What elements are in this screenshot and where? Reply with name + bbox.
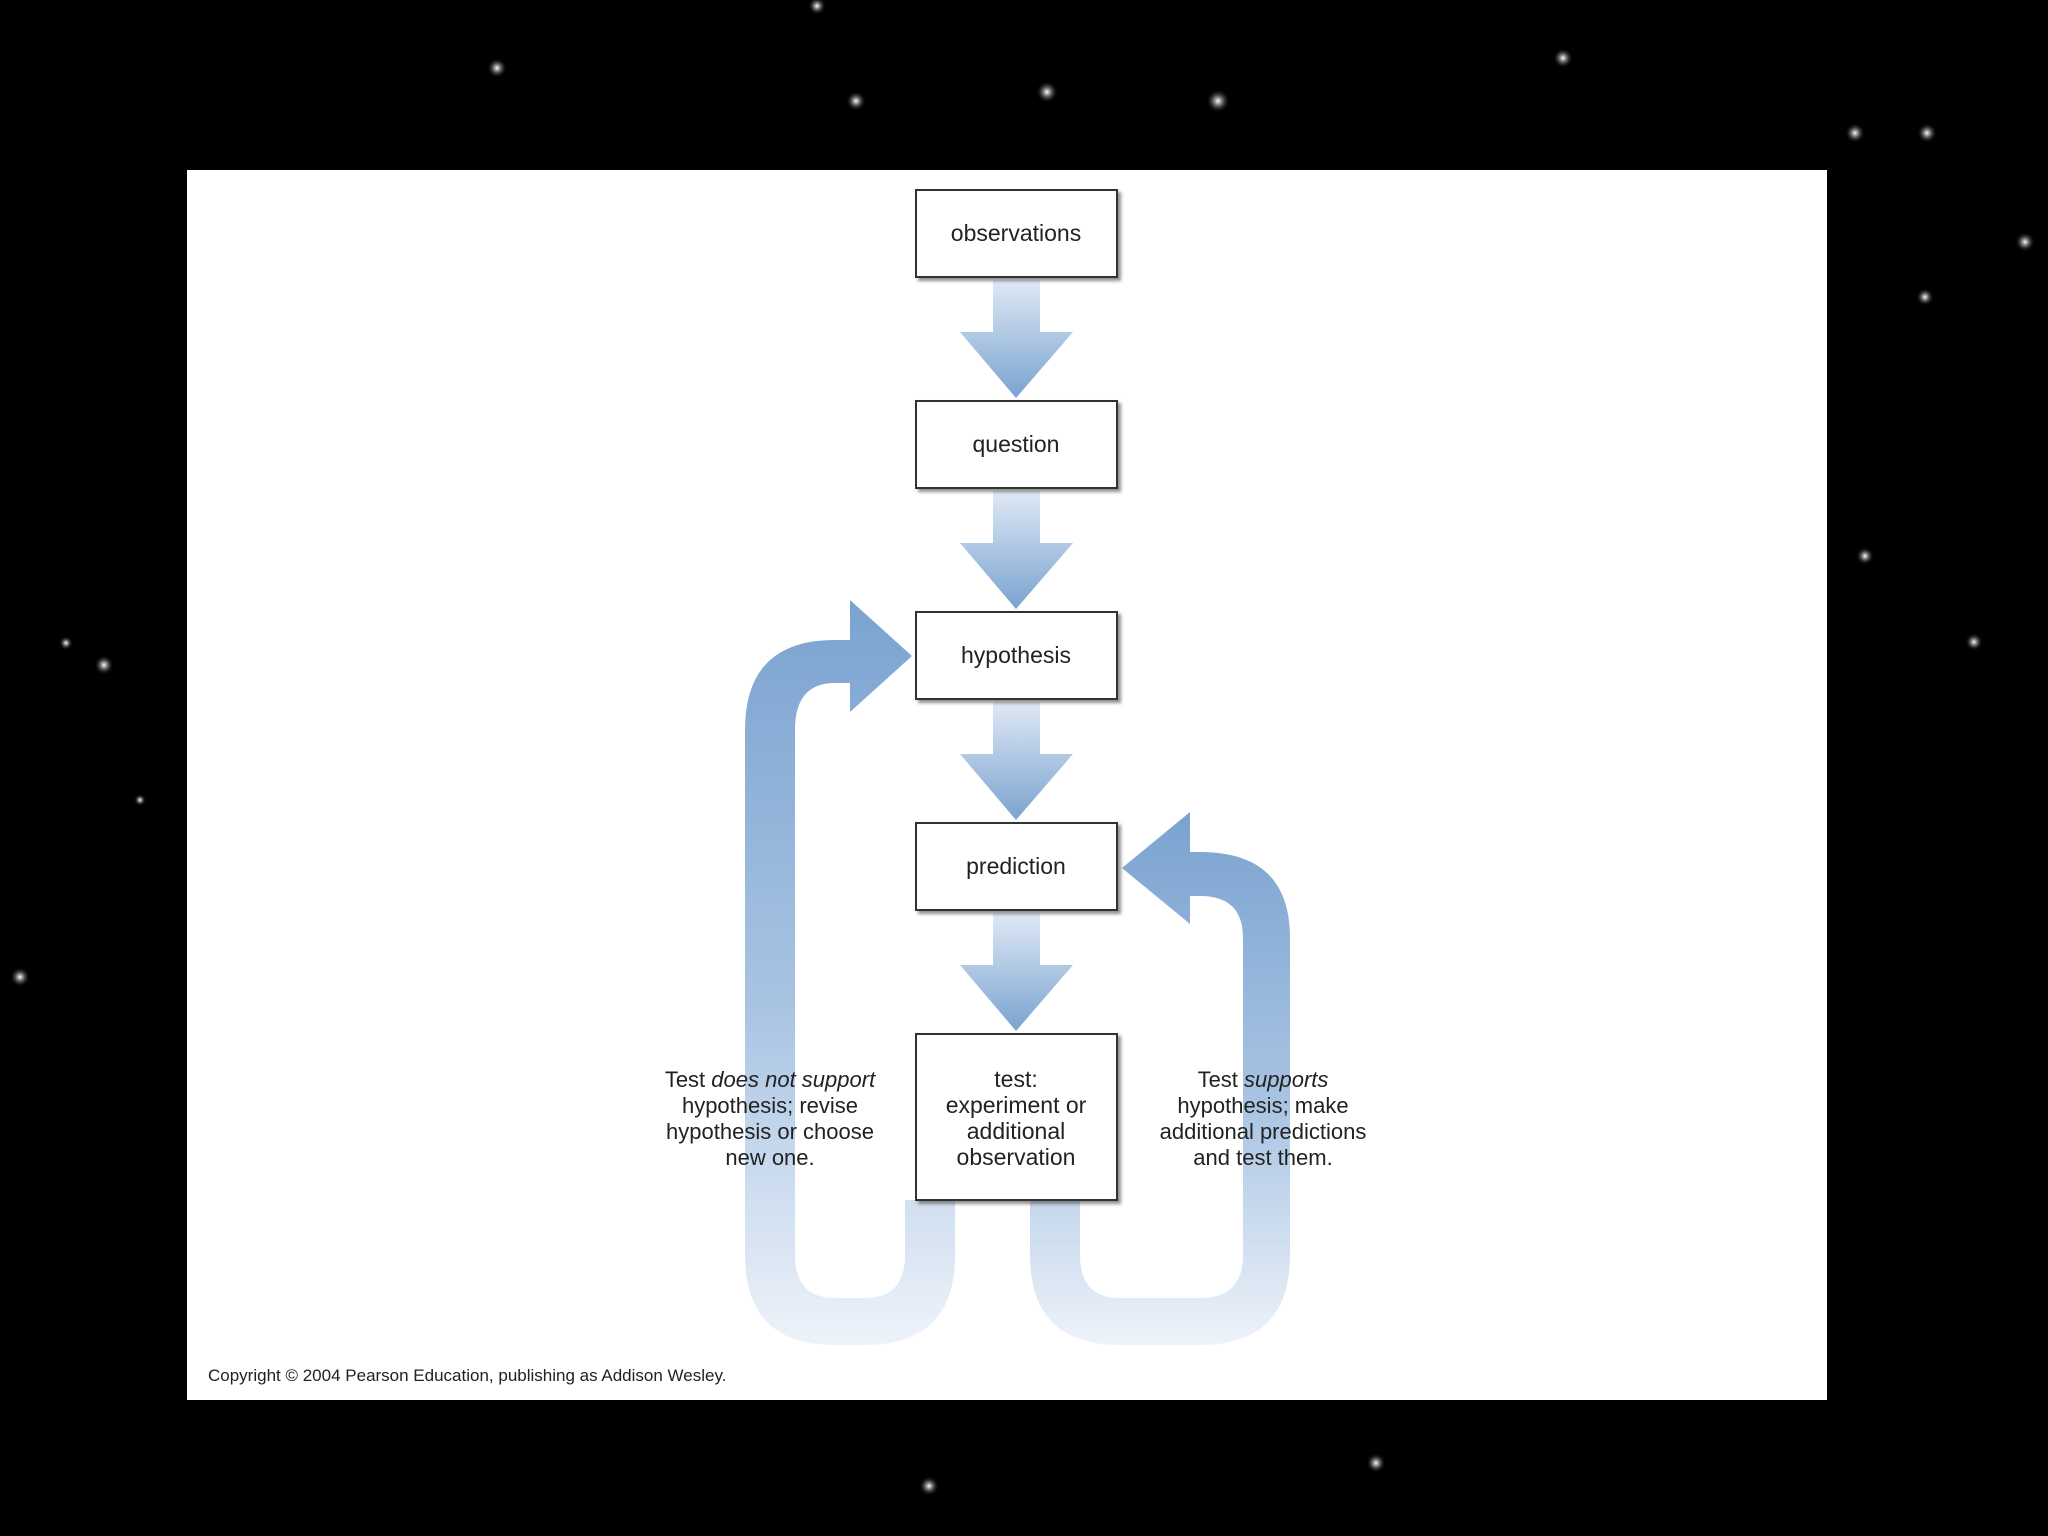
not-supported-line4: new one. — [725, 1145, 814, 1170]
down-arrow-2 — [960, 491, 1073, 609]
not-supported-italic: does not support — [711, 1067, 876, 1092]
down-arrow-3 — [960, 702, 1073, 820]
copyright-notice: Copyright © 2004 Pearson Education, publ… — [208, 1366, 726, 1385]
test-box: test: experiment or additional observati… — [915, 1033, 1118, 1201]
supported-line2: hypothesis; make — [1177, 1093, 1348, 1118]
test-label-line1: test: — [994, 1066, 1037, 1092]
hypothesis-label: hypothesis — [961, 642, 1071, 668]
test-label-line2: experiment or — [946, 1092, 1087, 1118]
star-field — [10, 0, 2035, 1496]
hypothesis-box: hypothesis — [915, 611, 1118, 700]
svg-text:Test supports: Test supports — [1198, 1067, 1329, 1092]
observations-box: observations — [915, 189, 1118, 278]
prediction-box: prediction — [915, 822, 1118, 911]
test-label-line3: additional — [967, 1118, 1065, 1144]
supported-prefix: Test — [1198, 1067, 1244, 1092]
support-loop-arrow — [1030, 812, 1290, 1345]
down-arrow-4 — [960, 913, 1073, 1031]
not-supported-note: Test does not support hypothesis; revise… — [665, 1067, 876, 1170]
down-arrow-1 — [960, 280, 1073, 398]
not-supported-prefix: Test — [665, 1067, 711, 1092]
prediction-label: prediction — [966, 853, 1066, 879]
test-label-line4: observation — [957, 1144, 1076, 1170]
supported-italic: supports — [1244, 1067, 1328, 1092]
question-label: question — [973, 431, 1060, 457]
svg-text:Test does not support: Test does not support — [665, 1067, 876, 1092]
not-supported-line2: hypothesis; revise — [682, 1093, 858, 1118]
not-supported-line3: hypothesis or choose — [666, 1119, 874, 1144]
question-box: question — [915, 400, 1118, 489]
supported-line4: and test them. — [1193, 1145, 1332, 1170]
observations-label: observations — [951, 220, 1081, 246]
supported-note: Test supports hypothesis; make additiona… — [1160, 1067, 1367, 1170]
revise-loop-arrow — [745, 600, 955, 1345]
supported-line3: additional predictions — [1160, 1119, 1367, 1144]
